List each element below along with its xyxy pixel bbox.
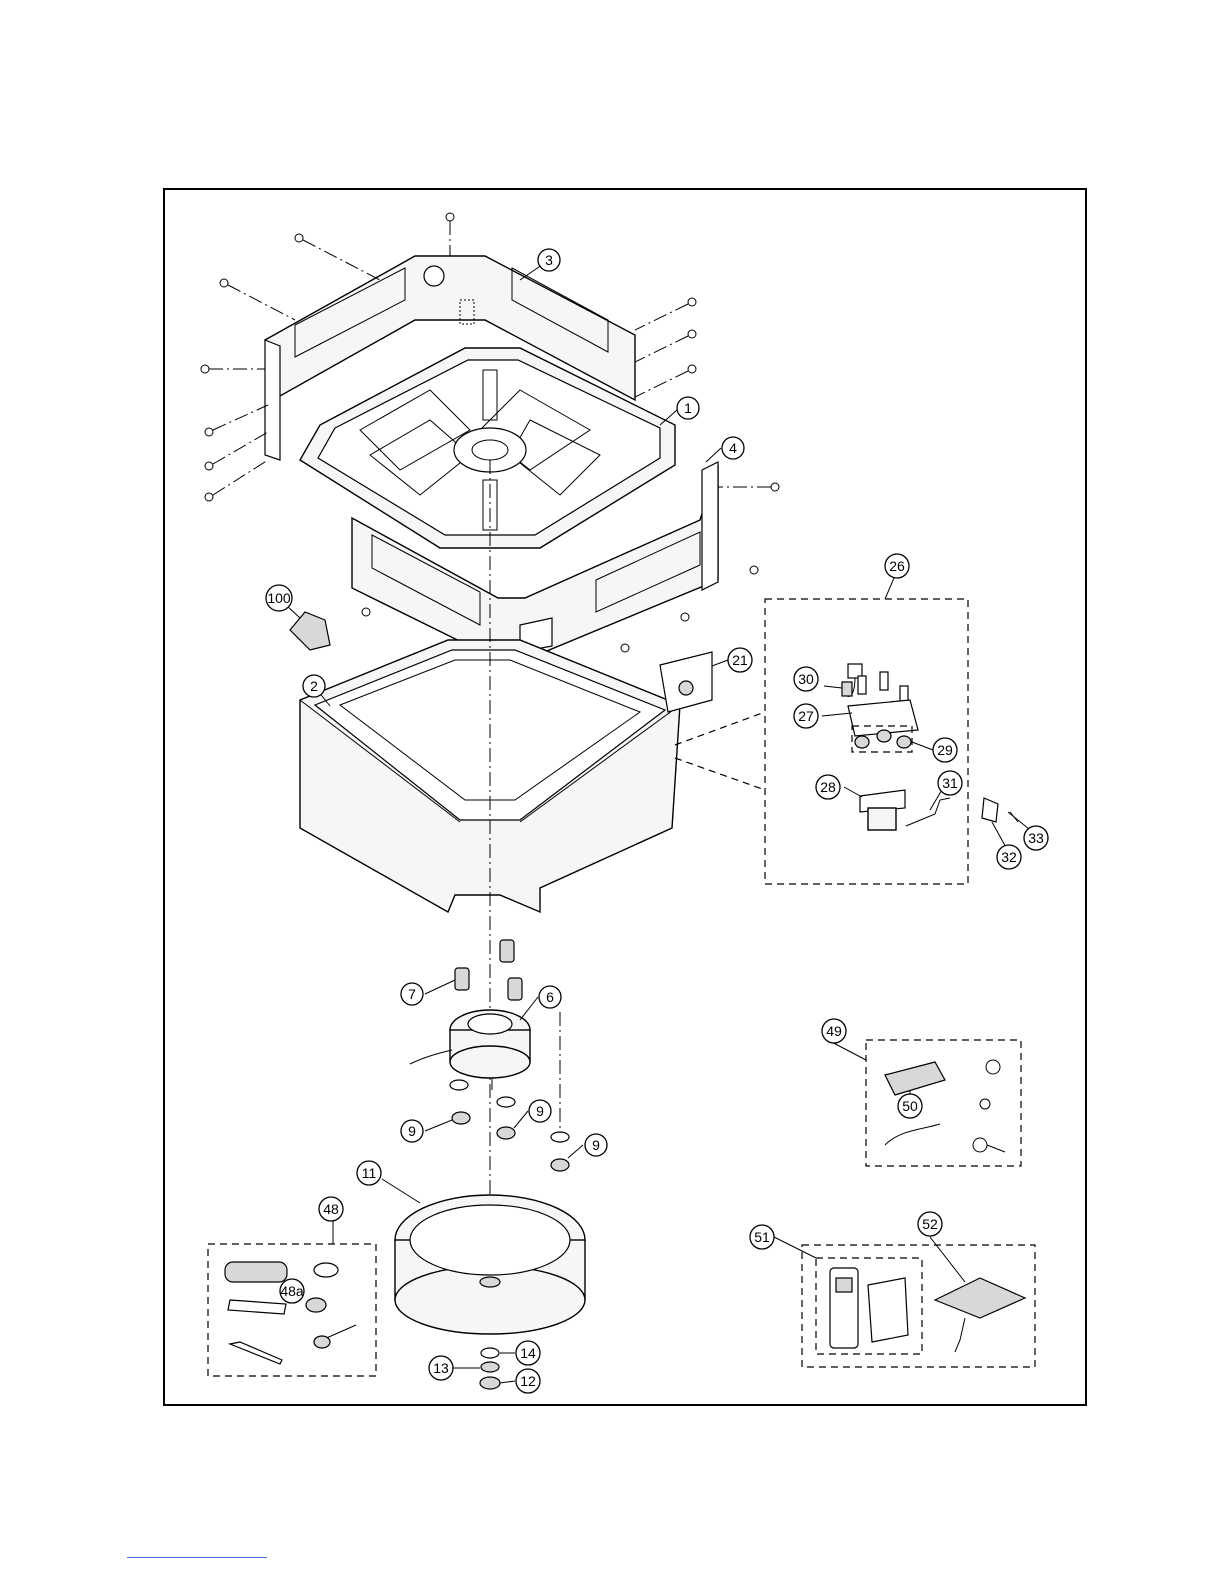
svg-text:7: 7 bbox=[408, 986, 416, 1002]
svg-text:14: 14 bbox=[520, 1345, 536, 1361]
fan-hardware bbox=[480, 1348, 500, 1389]
svg-text:3: 3 bbox=[545, 252, 553, 268]
callout-50: 50 bbox=[898, 1094, 922, 1118]
svg-text:48: 48 bbox=[323, 1201, 339, 1217]
callout-12: 12 bbox=[516, 1369, 540, 1393]
svg-text:9: 9 bbox=[592, 1137, 600, 1153]
svg-text:32: 32 bbox=[1001, 849, 1017, 865]
turbo-fan bbox=[395, 1195, 585, 1334]
callout-7: 7 bbox=[401, 983, 423, 1005]
callout-100: 100 bbox=[266, 585, 292, 611]
svg-text:21: 21 bbox=[732, 652, 748, 668]
callout-4: 4 bbox=[722, 437, 744, 459]
callout-2: 2 bbox=[303, 675, 325, 697]
remote-kit-group-49 bbox=[866, 1040, 1021, 1166]
callout-52: 52 bbox=[918, 1212, 942, 1236]
accessories-group-48 bbox=[208, 1244, 376, 1376]
svg-text:6: 6 bbox=[546, 989, 554, 1005]
drain-pump-group bbox=[675, 599, 1018, 884]
svg-text:2: 2 bbox=[310, 678, 318, 694]
callout-48: 48 bbox=[319, 1197, 343, 1221]
svg-text:1: 1 bbox=[684, 400, 692, 416]
svg-text:11: 11 bbox=[362, 1165, 377, 1181]
callout-32: 32 bbox=[997, 845, 1021, 869]
svg-text:27: 27 bbox=[798, 708, 814, 724]
svg-text:29: 29 bbox=[937, 742, 953, 758]
footer-link-underline[interactable] bbox=[127, 1557, 267, 1558]
callout-28: 28 bbox=[816, 775, 840, 799]
callout-1: 1 bbox=[677, 397, 699, 419]
callout-48a: 48a bbox=[280, 1279, 304, 1303]
callout-51: 51 bbox=[750, 1225, 774, 1249]
rubber-mounts bbox=[455, 940, 522, 1000]
svg-text:13: 13 bbox=[433, 1360, 449, 1376]
callout-14: 14 bbox=[516, 1341, 540, 1365]
svg-text:9: 9 bbox=[536, 1103, 544, 1119]
svg-text:26: 26 bbox=[889, 558, 905, 574]
svg-text:12: 12 bbox=[520, 1373, 536, 1389]
callout-9-right: 9 bbox=[585, 1134, 607, 1156]
callout-26: 26 bbox=[885, 554, 909, 578]
fan-motor bbox=[410, 1010, 530, 1090]
svg-text:9: 9 bbox=[408, 1123, 416, 1139]
svg-text:31: 31 bbox=[942, 775, 958, 791]
svg-text:49: 49 bbox=[826, 1023, 842, 1039]
callout-13: 13 bbox=[429, 1356, 453, 1380]
callout-30: 30 bbox=[794, 667, 818, 691]
callout-33: 33 bbox=[1024, 826, 1048, 850]
controller-group-51-52 bbox=[802, 1245, 1035, 1367]
bracket-21 bbox=[660, 652, 712, 712]
svg-text:48a: 48a bbox=[280, 1283, 304, 1299]
callout-9-middle: 9 bbox=[529, 1100, 551, 1122]
svg-text:100: 100 bbox=[267, 590, 291, 606]
callout-27: 27 bbox=[794, 704, 818, 728]
callout-29: 29 bbox=[933, 738, 957, 762]
callout-9-left: 9 bbox=[401, 1120, 423, 1142]
callout-21: 21 bbox=[728, 648, 752, 672]
callout-3: 3 bbox=[538, 249, 560, 271]
svg-text:30: 30 bbox=[798, 671, 814, 687]
svg-text:51: 51 bbox=[754, 1229, 770, 1245]
tag-100 bbox=[290, 612, 330, 650]
svg-text:33: 33 bbox=[1028, 830, 1044, 846]
svg-text:28: 28 bbox=[820, 779, 836, 795]
svg-text:50: 50 bbox=[902, 1098, 918, 1114]
callout-11: 11 bbox=[357, 1161, 381, 1185]
callout-31: 31 bbox=[938, 771, 962, 795]
callout-6: 6 bbox=[539, 986, 561, 1008]
svg-text:52: 52 bbox=[922, 1216, 938, 1232]
svg-text:4: 4 bbox=[729, 440, 737, 456]
callout-49: 49 bbox=[822, 1019, 846, 1043]
